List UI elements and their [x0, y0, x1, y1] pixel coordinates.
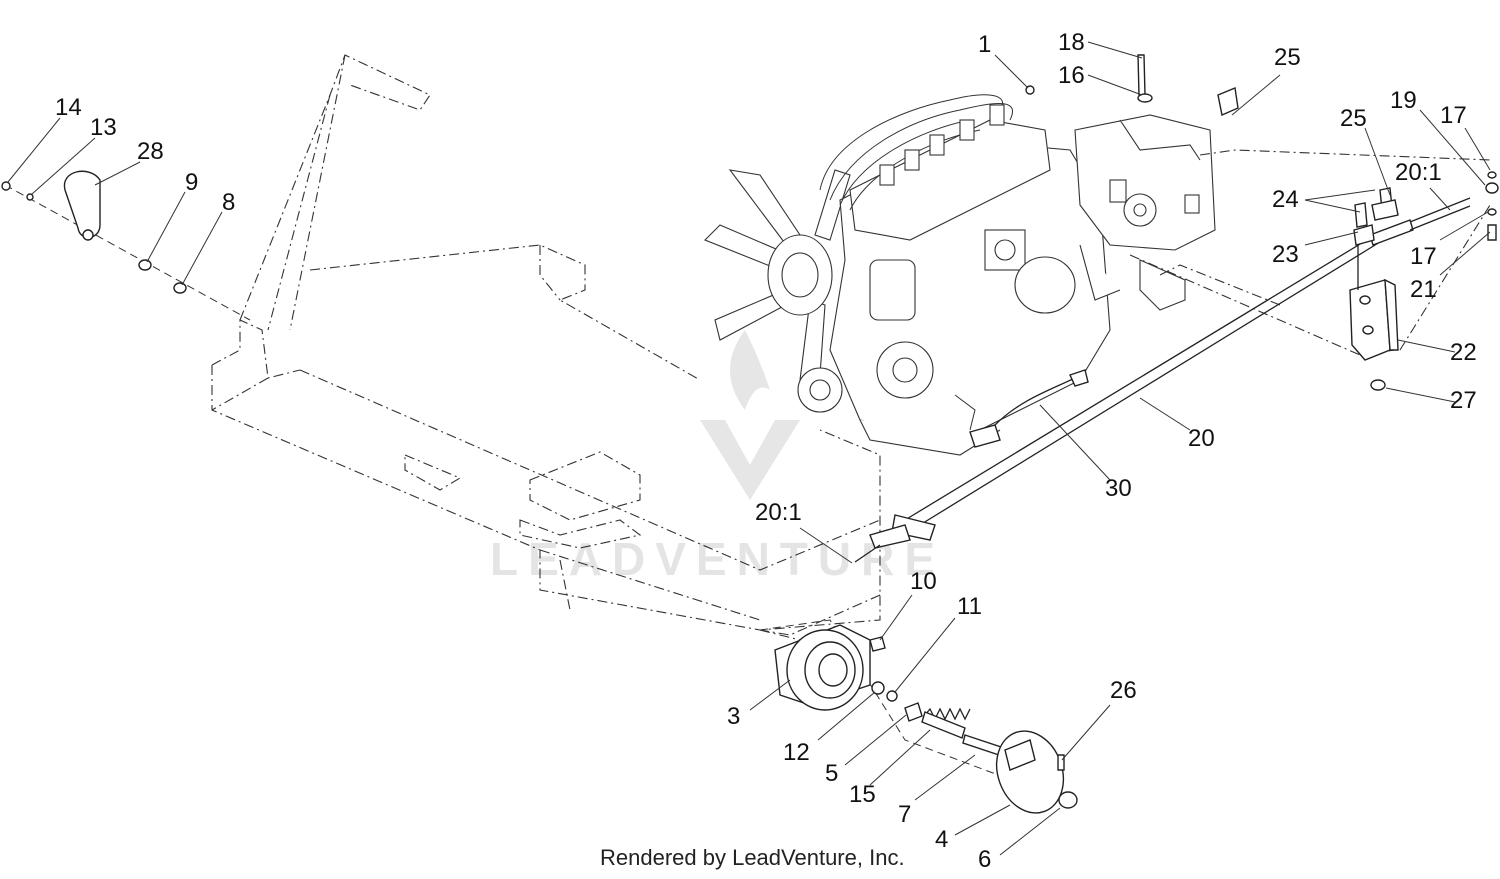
callout-12: 12: [783, 739, 810, 766]
callout-6: 6: [978, 846, 991, 873]
callout-20: 20: [1188, 425, 1215, 452]
callout-27: 27: [1450, 387, 1477, 414]
callout-24: 24: [1272, 186, 1299, 213]
watermark: LEADVENTURE: [490, 330, 945, 585]
callout-17-top: 17: [1440, 102, 1467, 129]
callout-25-top: 25: [1274, 44, 1301, 71]
callout-13: 13: [90, 114, 117, 141]
callout-15: 15: [849, 781, 876, 808]
part-30-harness: [969, 369, 1089, 448]
callout-17-bottom: 17: [1410, 243, 1437, 270]
callout-23: 23: [1272, 241, 1299, 268]
clamp-assembly-left: [1, 170, 251, 321]
callout-4: 4: [935, 826, 948, 853]
callout-9: 9: [185, 169, 198, 196]
pto-clutch-assembly: [759, 619, 1078, 814]
callout-5: 5: [825, 760, 838, 787]
part-22-bracket: [1349, 235, 1399, 361]
callouts: 1 18 16 25 25 19 17 20:1 24 23 17 21 22 …: [55, 29, 1477, 873]
callout-26: 26: [1110, 677, 1137, 704]
throttle-cable: [854, 197, 1471, 563]
callout-8: 8: [222, 189, 235, 216]
footer-credit: Rendered by LeadVenture, Inc.: [600, 845, 905, 870]
watermark-text: LEADVENTURE: [490, 533, 945, 585]
callout-3: 3: [727, 703, 740, 730]
callout-28: 28: [137, 138, 164, 165]
callout-19: 19: [1390, 87, 1417, 114]
engine-fan: [704, 169, 851, 381]
engine-assembly: [704, 94, 1216, 456]
callout-7: 7: [898, 801, 911, 828]
callout-16: 16: [1058, 62, 1085, 89]
callout-20-1-left: 20:1: [755, 499, 802, 526]
callout-22: 22: [1450, 339, 1477, 366]
callout-25: 25: [1340, 105, 1367, 132]
leader-lines: [7, 41, 1491, 856]
callout-18: 18: [1058, 29, 1085, 56]
callout-14: 14: [55, 94, 82, 121]
callout-20-1-right: 20:1: [1395, 159, 1442, 186]
callout-10: 10: [910, 568, 937, 595]
callout-11: 11: [957, 593, 982, 620]
callout-21: 21: [1410, 276, 1437, 303]
callout-1: 1: [978, 31, 991, 58]
callout-30: 30: [1105, 475, 1132, 502]
hardware-right: [1025, 54, 1499, 391]
